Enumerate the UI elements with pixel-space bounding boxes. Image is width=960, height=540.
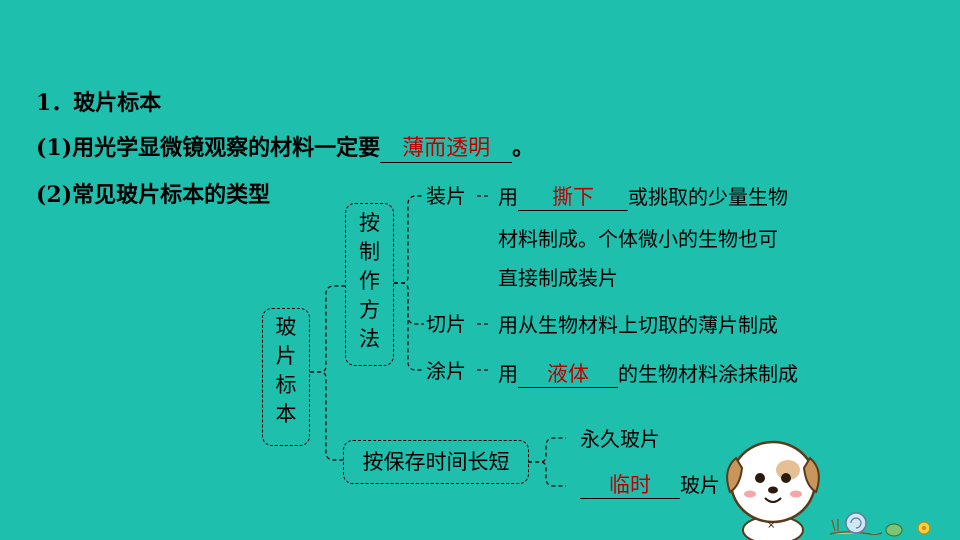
root-char: 本 (275, 402, 297, 426)
root-char: 片 (275, 344, 297, 368)
linshi-text: 临时玻片 (580, 471, 720, 499)
qie-text: 用从生物材料上切取的薄片制成 (498, 313, 778, 337)
line2: (2)常见玻片标本的类型 (36, 182, 271, 208)
answer-blank-4: 临时 (580, 472, 680, 499)
yongjiu-label: 永久玻片 (580, 427, 660, 451)
line1: (1)用光学显微镜观察的材料一定要薄而透明。 (36, 134, 534, 163)
snail-icon (829, 512, 883, 536)
connector-time-linshi (528, 461, 566, 487)
connector-method-zhuang (394, 195, 424, 284)
method-char: 法 (359, 327, 380, 351)
tu-post: 的生物材料涂抹制成 (618, 362, 798, 386)
line1-before: (1)用光学显微镜观察的材料一定要 (36, 135, 381, 161)
root-box: 玻 片 标 本 (262, 308, 310, 446)
qie-label: 切片 (426, 312, 466, 336)
linshi-post: 玻片 (680, 473, 720, 497)
method-char: 制 (359, 240, 380, 264)
tu-text: 用液体的生物材料涂抹制成 (498, 360, 798, 388)
flower-decoration-icon (885, 521, 931, 537)
answer-blank-3: 液体 (518, 361, 618, 388)
connector-time-yongjiu (528, 437, 566, 463)
zhuang-text-3: 直接制成装片 (498, 266, 618, 290)
zhuang-text-1: 用撕下或挑取的少量生物 (498, 183, 788, 211)
connector-method-qie (394, 282, 424, 325)
answer-blank-2: 撕下 (518, 184, 628, 211)
method-char: 作 (359, 269, 380, 293)
tu-label: 涂片 (426, 359, 466, 383)
heading: 1．玻片标本 (36, 90, 162, 116)
cartoon-dog-icon: × (726, 440, 820, 540)
zhuang-text-2: 材料制成。个体微小的生物也可 (498, 227, 778, 251)
method-box: 按 制 作 方 法 (345, 203, 394, 366)
root-char: 玻 (275, 315, 297, 339)
zhuang-post: 或挑取的少量生物 (628, 185, 788, 209)
line1-after: 。 (512, 135, 535, 161)
svg-text:×: × (767, 520, 775, 531)
root-char: 标 (275, 373, 297, 397)
connector-method-tu (394, 282, 424, 371)
tu-pre: 用 (498, 362, 518, 386)
time-box: 按保存时间长短 (343, 440, 529, 484)
method-char: 按 (359, 211, 380, 235)
answer-blank-1: 薄而透明 (380, 136, 513, 163)
zhuang-label: 装片 (426, 184, 466, 208)
connector-root-time (310, 371, 345, 461)
connector-root-method (310, 285, 345, 373)
method-char: 方 (359, 298, 380, 322)
zhuang-pre: 用 (498, 185, 518, 209)
